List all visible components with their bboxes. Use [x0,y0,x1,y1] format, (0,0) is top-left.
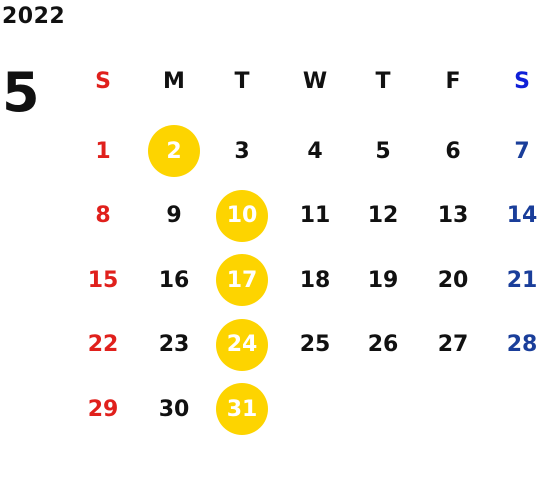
day-cell-highlighted[interactable]: 24 [216,318,268,371]
day-cell[interactable]: 20 [437,267,469,293]
weekday-header: F [445,68,461,94]
day-cell[interactable]: 30 [158,396,190,422]
day-cell[interactable]: 21 [506,267,538,293]
day-cell[interactable]: 23 [158,332,190,357]
day-cell[interactable]: 22 [87,332,119,357]
day-cell[interactable]: 12 [367,203,399,228]
year-label: 2022 [2,4,66,29]
day-cell[interactable]: 28 [506,332,538,357]
weekday-header: S [514,68,530,94]
weekday-header: T [234,68,250,94]
month-label: 5 [2,61,40,124]
day-cell[interactable]: 29 [87,396,119,422]
weekday-header: M [163,68,185,94]
day-cell[interactable]: 5 [375,138,391,164]
day-cell[interactable]: 11 [299,203,331,228]
day-cell-highlighted[interactable]: 2 [148,125,200,177]
weekday-header: S [95,68,111,94]
day-cell-highlighted[interactable]: 17 [216,254,268,306]
day-cell-highlighted[interactable]: 10 [216,189,268,242]
day-cell[interactable]: 16 [158,267,190,293]
day-cell[interactable]: 14 [506,203,538,228]
day-cell[interactable]: 18 [299,267,331,293]
day-cell[interactable]: 25 [299,332,331,357]
day-cell[interactable]: 26 [367,332,399,357]
weekday-header: T [375,68,391,94]
day-cell[interactable]: 6 [445,138,461,164]
day-cell[interactable]: 4 [307,138,323,164]
day-cell[interactable]: 8 [95,203,111,228]
day-cell[interactable]: 3 [234,138,250,164]
day-cell[interactable]: 27 [437,332,469,357]
day-cell-highlighted[interactable]: 31 [216,383,268,435]
weekday-header: W [302,68,328,94]
day-cell[interactable]: 15 [87,267,119,293]
day-cell[interactable]: 13 [437,203,469,228]
day-cell[interactable]: 9 [166,203,182,228]
day-cell[interactable]: 7 [514,138,530,164]
day-cell[interactable]: 1 [95,138,111,164]
day-cell[interactable]: 19 [367,267,399,293]
